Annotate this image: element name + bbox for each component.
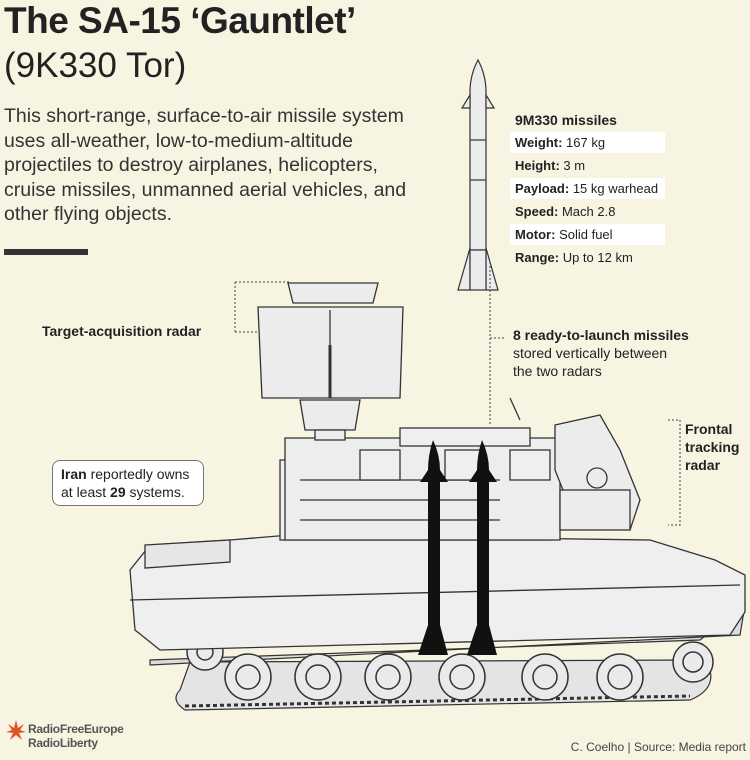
callout-count: 29 [110,484,126,500]
spec-label: Motor: [515,227,556,242]
page-title: The SA-15 ‘Gauntlet’ [4,0,356,41]
missile-specs-table: 9M330 missiles Weight: 167 kg Height: 3 … [510,112,665,270]
spec-row: Speed: Mach 2.8 [510,201,665,222]
spec-value: 15 kg warhead [572,181,659,196]
specs-heading: 9M330 missiles [515,112,617,128]
callout-text-2-post: systems. [129,484,185,500]
spec-row: Motor: Solid fuel [510,224,665,245]
target-acquisition-radar [257,282,404,441]
missile-illustration [457,58,499,291]
missiles-label-bold: 8 ready-to-launch missiles [513,327,689,343]
spec-value: Mach 2.8 [561,204,616,219]
spec-value: 3 m [563,158,586,173]
intro-text: This short-range, surface-to-air missile… [4,105,407,225]
callout-text-2-pre: at least [61,484,107,500]
target-radar-label: Target-acquisition radar [42,323,202,339]
title-rule [4,249,88,255]
frontal-radar-label: Frontal tracking radar [685,421,740,473]
spec-value: 167 kg [566,135,606,150]
missiles-label-line-3: the two radars [513,363,602,379]
callout-text-1: reportedly owns [90,466,190,482]
rferl-logo-text: RadioFreeEurope RadioLiberty [28,722,124,750]
spec-label: Range: [515,250,560,265]
source-credit: C. Coelho | Source: Media report [570,740,746,754]
vertical-missiles [418,440,497,655]
iran-callout: Iran reportedly owns at least 29 systems… [52,460,204,506]
callout-country: Iran [61,466,87,482]
missiles-label: 8 ready-to-launch missiles stored vertic… [513,326,689,380]
missiles-label-line-2: stored vertically between [513,345,668,361]
page-subtitle: (9K330 Tor) [4,46,187,85]
spec-row: Height: 3 m [510,155,665,176]
spec-value: Solid fuel [559,227,613,242]
frontal-tracking-radar [554,414,641,531]
rferl-logo-icon [6,720,26,740]
spec-row: Range: Up to 12 km [510,247,665,268]
spec-row: Payload: 15 kg warhead [510,178,665,199]
spec-row: Weight: 167 kg [510,132,665,153]
spec-label: Weight: [515,135,563,150]
vehicle-hull [129,397,746,651]
spec-label: Height: [515,158,560,173]
spec-label: Speed: [515,204,559,219]
spec-label: Payload: [515,181,570,196]
spec-value: Up to 12 km [562,250,633,265]
